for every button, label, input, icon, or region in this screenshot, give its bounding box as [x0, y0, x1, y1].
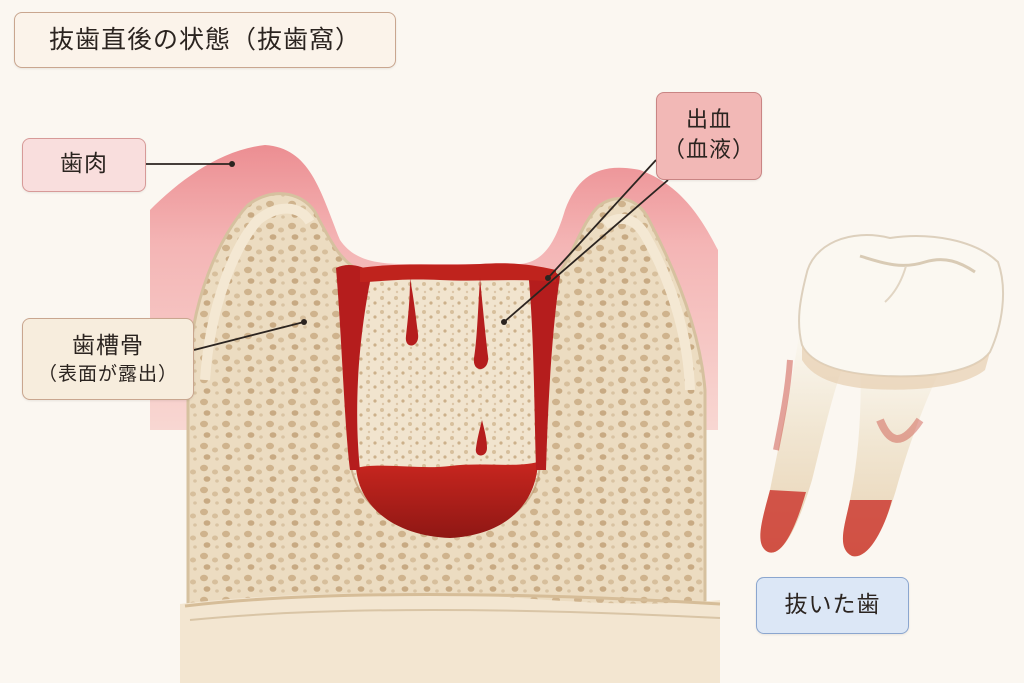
- blood-leader-line-1: [547, 159, 657, 279]
- jaw-base: [180, 593, 720, 683]
- alveolar-bone-label-line2: （表面が露出）: [37, 362, 178, 385]
- gum-label: 歯肉: [22, 138, 146, 192]
- diagram-title: 抜歯直後の状態（抜歯窩）: [48, 25, 361, 55]
- tooth-crown: [798, 234, 1004, 378]
- blood-drip: [475, 420, 487, 456]
- blood-streak-right: [528, 268, 560, 470]
- blood-pool: [356, 462, 538, 538]
- blood-drip: [405, 278, 419, 346]
- alveolar-bone-label: 歯槽骨 （表面が露出）: [22, 318, 194, 400]
- title-box: 抜歯直後の状態（抜歯窩）: [14, 12, 396, 68]
- bone-leader-line: [193, 321, 305, 351]
- blood-streak-left: [336, 265, 372, 470]
- extracted-tooth: [760, 234, 1004, 557]
- blood-drip: [473, 278, 489, 370]
- extracted-tooth-label-text: 抜いた歯: [784, 591, 881, 618]
- extracted-tooth-label: 抜いた歯: [756, 577, 909, 634]
- gum-label-text: 歯肉: [60, 151, 108, 178]
- bleeding-label: 出血 （血液）: [656, 92, 762, 180]
- bleeding-label-line1: 出血: [685, 108, 732, 134]
- alveolar-bone-label-line1: 歯槽骨: [72, 332, 144, 359]
- blood-leader-line-2: [503, 179, 669, 323]
- bleeding-label-line2: （血液）: [662, 138, 755, 163]
- cortical-edge: [200, 203, 315, 381]
